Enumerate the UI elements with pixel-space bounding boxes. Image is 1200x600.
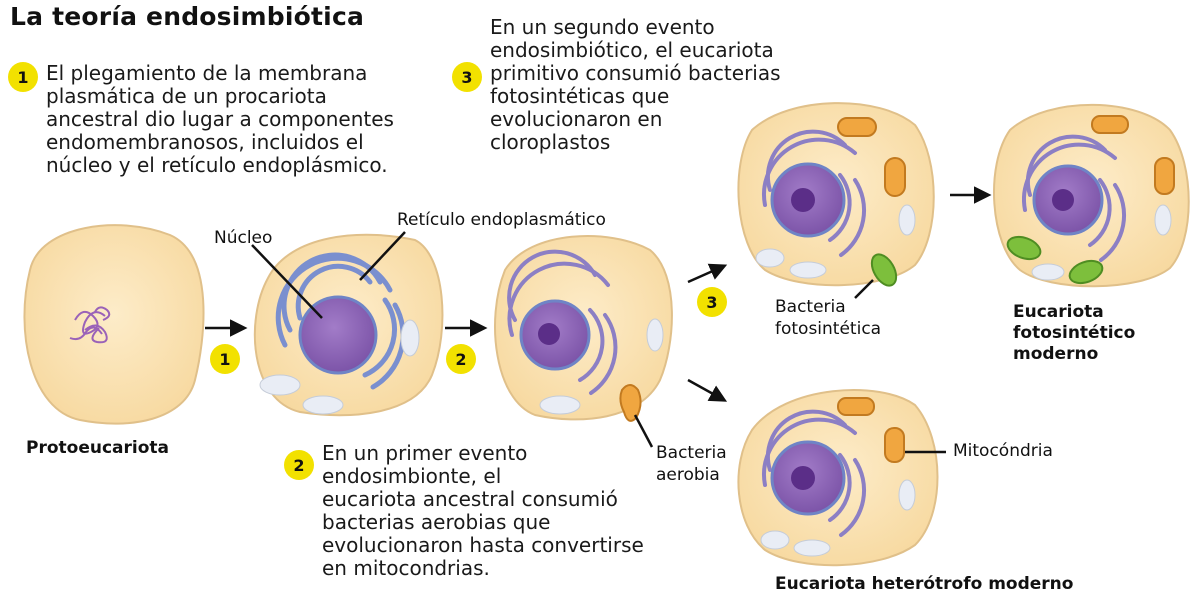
er-folds [762,409,867,537]
step-2-line: evolucionaron hasta convertirse [322,533,644,557]
arrow-badge-1: 1 [210,344,240,374]
nucleolus [538,323,560,345]
vesicle [789,261,827,279]
caption-protoeucariota: Protoeucariota [26,438,169,458]
caption-fotosintetico-line: fotosintético [1013,323,1136,343]
arrow-to-photosynthetic [687,263,728,284]
primitive-eukaryote-cell [737,102,935,299]
step-1-line: ancestral dio lugar a componentes [46,107,394,131]
step-2-text: En un primer evento endosimbionte, el eu… [322,442,644,580]
label-bacteria-aerobia: Bacteria aerobia [656,442,727,486]
nucleus-leader [251,244,323,319]
label-bacteria-fotosintetica-line: fotosintética [775,319,882,339]
step-3-line: En un segundo evento [490,15,715,39]
vesicle [898,479,916,511]
nucleolus [791,466,815,490]
step-3-line: endosimbiótico, el eucariota [490,38,774,62]
page-title: La teoría endosimbiótica [10,2,365,31]
mitochondrion [884,157,906,197]
nucleolus [1052,189,1074,211]
step-2-line: bacterias aerobias que [322,510,551,534]
modern-photosynthetic-eukaryote-cell [993,103,1190,288]
photosynthetic-bacteria [870,253,898,287]
caption-heterotrofo: Eucariota heterótrofo moderno [775,574,1074,594]
folding-cell [253,233,444,417]
vesicle [760,530,790,550]
aerobic-bacteria [619,384,642,422]
mitochondrion [837,397,875,416]
photosynthetic-bacteria-leader [854,279,874,299]
arrow-badge-3: 3 [697,287,727,317]
vesicle [646,318,664,352]
step-2-line: En un primer evento [322,441,528,465]
chloroplast [1006,235,1042,261]
step-2-line: en mitocondrias. [322,556,490,580]
vesicle [400,319,420,357]
step-3-text: En un segundo evento endosimbiótico, el … [490,16,781,154]
modern-heterotroph-cell [737,389,946,567]
arrow-badge-2: 2 [446,344,476,374]
label-bacteria-aerobia-line: Bacteria [656,443,727,463]
vesicle [793,539,831,557]
label-reticulo: Retículo endoplasmático [397,210,606,230]
mitochondrion [884,427,905,463]
step-1-line: núcleo y el retículo endoplásmico. [46,153,388,177]
aerobic-bacteria-leader [633,414,654,448]
step-3-line: evolucionaron en [490,107,663,131]
nucleolus [791,188,815,212]
vesicle [302,395,344,415]
arrow-to-heterotroph [687,378,728,402]
step-2-line: eucariota ancestral consumió [322,487,618,511]
label-bacteria-aerobia-line: aerobia [656,465,720,485]
protoeucariota-cell [23,224,205,425]
caption-fotosintetico-line: Eucariota [1013,302,1104,322]
step-2-badge: 2 [284,450,314,480]
step-3-line: primitivo consumió bacterias [490,61,781,85]
er-folds [1022,134,1127,262]
vesicle [898,204,916,236]
ancestral-eukaryote-cell [494,235,673,448]
caption-fotosintetico-line: moderno [1013,344,1099,364]
vesicle [1154,204,1172,236]
label-mitocondria: Mitocóndria [953,441,1053,461]
er-folds [762,129,867,257]
step-3-badge: 3 [452,62,482,92]
vesicle [1031,263,1065,281]
mitochondrion [1154,157,1175,195]
er-folds [507,249,618,395]
step-1-badge: 1 [8,62,38,92]
label-bacteria-fotosintetica: Bacteria fotosintética [775,296,881,340]
step-1-text: El plegamiento de la membrana plasmática… [46,62,394,177]
er-folds [275,252,406,390]
mitochondrion [1091,115,1129,134]
step-2-line: endosimbionte, el [322,464,502,488]
step-3-line: cloroplastos [490,130,611,154]
label-nucleo: Núcleo [214,228,273,248]
vesicle [259,374,301,396]
er-leader [359,231,406,281]
mitochondrion [837,117,877,137]
label-bacteria-fotosintetica-line: Bacteria [775,297,846,317]
vesicle [539,395,581,415]
dna-cluster [69,306,111,344]
vesicle [755,248,785,268]
step-1-line: plasmática de un procariota [46,84,327,108]
step-1-line: endomembranosos, incluidos el [46,130,364,154]
step-1-line: El plegamiento de la membrana [46,61,368,85]
chloroplast [1068,259,1104,285]
step-3-line: fotosintéticas que [490,84,670,108]
caption-fotosintetico: Eucariota fotosintético moderno [1013,302,1135,365]
